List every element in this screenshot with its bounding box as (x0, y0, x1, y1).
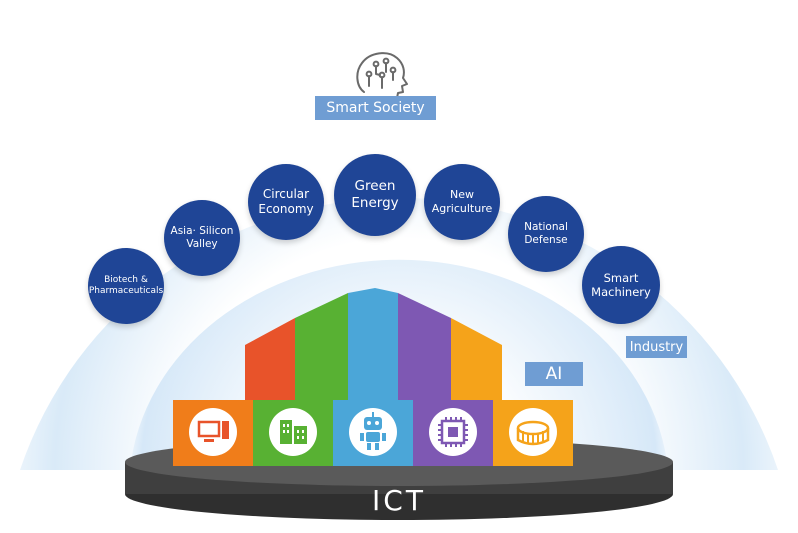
domain-label: Biotech & Pharmaceuticals (88, 274, 164, 296)
ai-columns (245, 288, 502, 400)
domain-label: Asia· Silicon Valley (170, 224, 234, 250)
domain-label: Smart Machinery (591, 270, 651, 299)
domain-biotech: Biotech & Pharmaceuticals (88, 248, 164, 324)
ict-label: ICT (372, 484, 426, 517)
smart-society-label: Smart Society (315, 96, 436, 120)
building-icon (269, 408, 317, 456)
domain-label: Green Energy (351, 178, 399, 211)
domain-label: National Defense (524, 220, 568, 246)
domain-circular-economy: Circular Economy (248, 164, 324, 240)
computer-icon (189, 408, 237, 456)
domain-label: New Agriculture (431, 188, 493, 215)
head-brain-icon (356, 52, 408, 104)
domain-national-defense: National Defense (508, 196, 584, 272)
domain-new-agriculture: New Agriculture (424, 164, 500, 240)
stadium-icon (509, 408, 557, 456)
industry-label: Industry (626, 336, 687, 358)
ai-label: AI (525, 362, 583, 386)
domain-green-energy: Green Energy (334, 154, 416, 236)
domain-asia-silicon-valley: Asia· Silicon Valley (164, 200, 240, 276)
domain-label: Circular Economy (258, 187, 314, 216)
domain-smart-machinery: Smart Machinery (582, 246, 660, 324)
chip-icon (429, 408, 477, 456)
robot-icon (349, 408, 397, 456)
